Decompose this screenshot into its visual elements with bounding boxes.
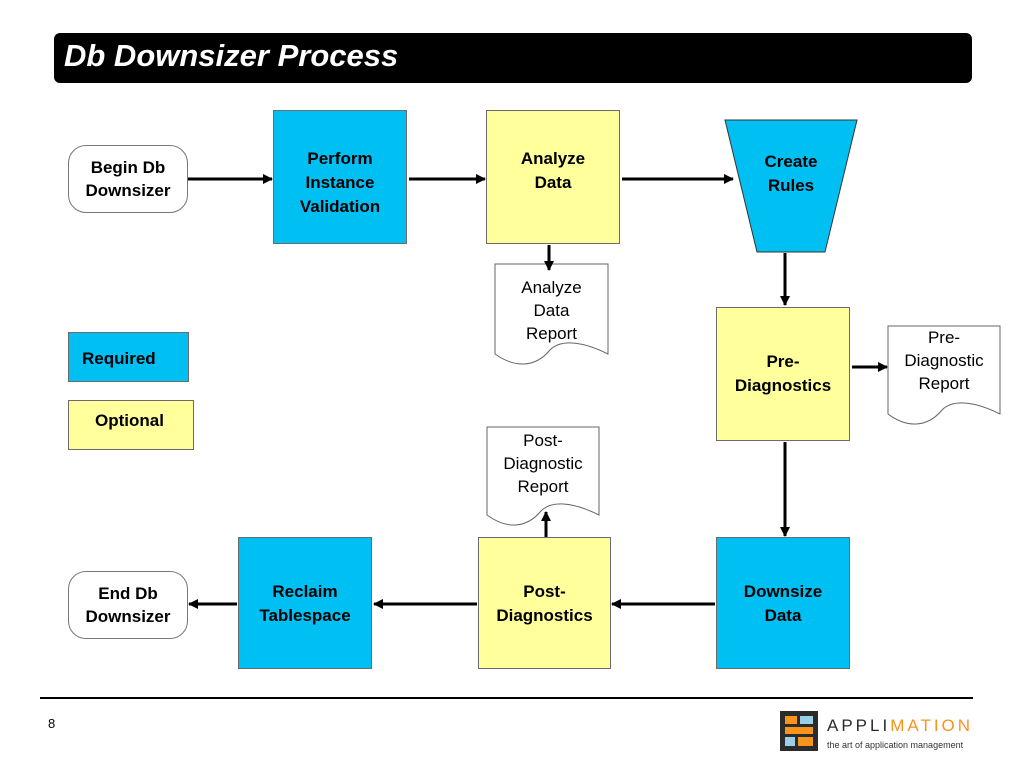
- end-terminal: End Db Downsizer: [68, 571, 188, 639]
- downsize-data-box: Downsize Data: [716, 537, 850, 669]
- perform-validation-box: Perform Instance Validation: [273, 110, 407, 244]
- analyze-report-label: Analyze Data Report: [521, 278, 582, 343]
- create-rules-shape: [724, 119, 858, 253]
- create-rules-label: Create Rules: [764, 152, 818, 195]
- applimation-logo-icon: [780, 711, 818, 751]
- begin-label: Begin Db Downsizer: [85, 158, 171, 200]
- end-label: End Db Downsizer: [85, 584, 171, 626]
- legend-required-label: Required: [82, 349, 156, 368]
- logo-prefix: APPLI: [827, 716, 891, 735]
- pre-diagnostics-box: Pre- Diagnostics: [716, 307, 850, 441]
- post-report-label: Post- Diagnostic Report: [503, 431, 583, 496]
- post-diagnostics-label: Post- Diagnostics: [496, 582, 593, 625]
- analyze-data-label: Analyze Data: [520, 149, 586, 192]
- analyze-data-box: Analyze Data: [486, 110, 620, 244]
- reclaim-tablespace-box: Reclaim Tablespace: [238, 537, 372, 669]
- legend-optional-label: Optional: [95, 411, 164, 430]
- pre-report-label: Pre- Diagnostic Report: [904, 328, 984, 393]
- pre-diagnostics-label: Pre- Diagnostics: [734, 352, 832, 395]
- logo-suffix: MATION: [890, 716, 974, 735]
- perform-validation-label: Perform Instance Validation: [299, 149, 381, 216]
- legend-required: Required: [68, 332, 189, 382]
- reclaim-tablespace-label: Reclaim Tablespace: [259, 582, 351, 625]
- footer-divider: [40, 697, 973, 699]
- create-rules-box: Create Rules: [735, 150, 847, 210]
- logo-tagline: the art of application management: [827, 740, 964, 750]
- analyze-report-shape: [494, 263, 609, 365]
- begin-terminal: Begin Db Downsizer: [68, 145, 188, 213]
- logo-wordmark: APPLIMATION: [827, 716, 973, 736]
- page-title: Db Downsizer Process: [64, 38, 399, 73]
- page-number: 8: [48, 716, 56, 731]
- downsize-data-label: Downsize Data: [743, 582, 823, 625]
- pre-report-shape: [887, 325, 1001, 425]
- legend-optional: Optional: [68, 400, 194, 450]
- post-report-shape: [486, 426, 600, 526]
- title-bar: Db Downsizer Process: [54, 33, 972, 83]
- post-diagnostics-box: Post- Diagnostics: [478, 537, 611, 669]
